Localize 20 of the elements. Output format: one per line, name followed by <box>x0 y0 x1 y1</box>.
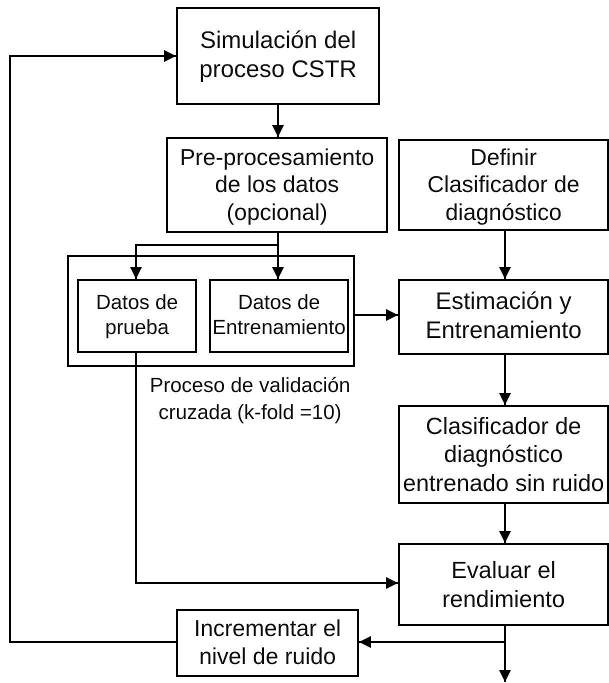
arrow <box>499 355 511 405</box>
process-box: Pre-procesamiento de los datos (opcional) <box>166 137 388 233</box>
process-box: Clasificador de diagnóstico entrenado sin ruido <box>398 405 609 504</box>
caption-text: Proceso de validación cruzada (k-fold =10) <box>148 373 352 426</box>
arrow <box>272 105 284 137</box>
process-box: Incrementar el nivel de ruido <box>176 609 359 677</box>
process-box: Datos de Entrenamiento <box>209 279 349 353</box>
process-box: Evaluar el rendimiento <box>398 543 609 626</box>
group-box <box>67 255 355 367</box>
process-box: Datos de prueba <box>77 279 197 353</box>
arrow <box>499 626 511 682</box>
arrow <box>499 504 511 543</box>
arrow <box>9 50 176 643</box>
arrow <box>355 309 398 321</box>
process-box: Definir Clasificador de diagnóstico <box>398 139 609 231</box>
process-box: Estimación y Entrenamiento <box>398 279 609 355</box>
arrow <box>272 233 284 279</box>
arrow <box>499 231 511 279</box>
process-box: Simulación del proceso CSTR <box>176 7 380 105</box>
arrow <box>135 353 398 589</box>
